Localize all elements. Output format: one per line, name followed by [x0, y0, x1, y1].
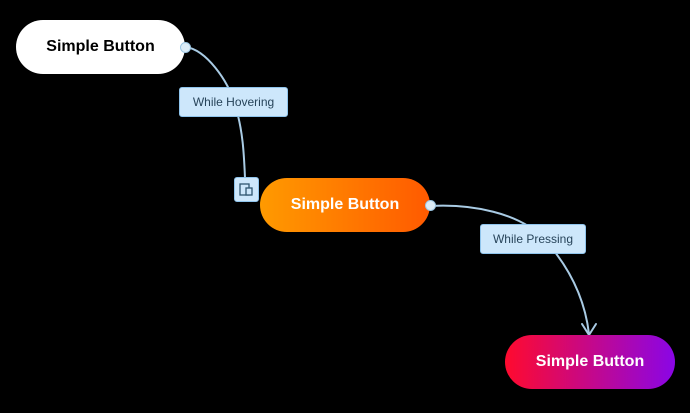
- hover-connection-port[interactable]: [425, 200, 436, 211]
- pressed-state-label: Simple Button: [535, 353, 645, 370]
- default-state-button[interactable]: Simple Button: [16, 20, 185, 74]
- press-trigger-text: While Pressing: [492, 232, 574, 246]
- hover-state-button[interactable]: Simple Button: [260, 178, 430, 232]
- hover-trigger-text: While Hovering: [192, 95, 275, 109]
- pressed-state-button[interactable]: Simple Button: [505, 335, 675, 389]
- hover-trigger-label[interactable]: While Hovering: [179, 87, 288, 117]
- press-trigger-label[interactable]: While Pressing: [480, 224, 586, 254]
- default-state-label: Simple Button: [46, 38, 155, 55]
- device-frame-icon[interactable]: [234, 177, 259, 202]
- device-frame-glyph: [239, 183, 253, 196]
- hover-state-label: Simple Button: [290, 196, 400, 213]
- default-connection-port[interactable]: [180, 42, 191, 53]
